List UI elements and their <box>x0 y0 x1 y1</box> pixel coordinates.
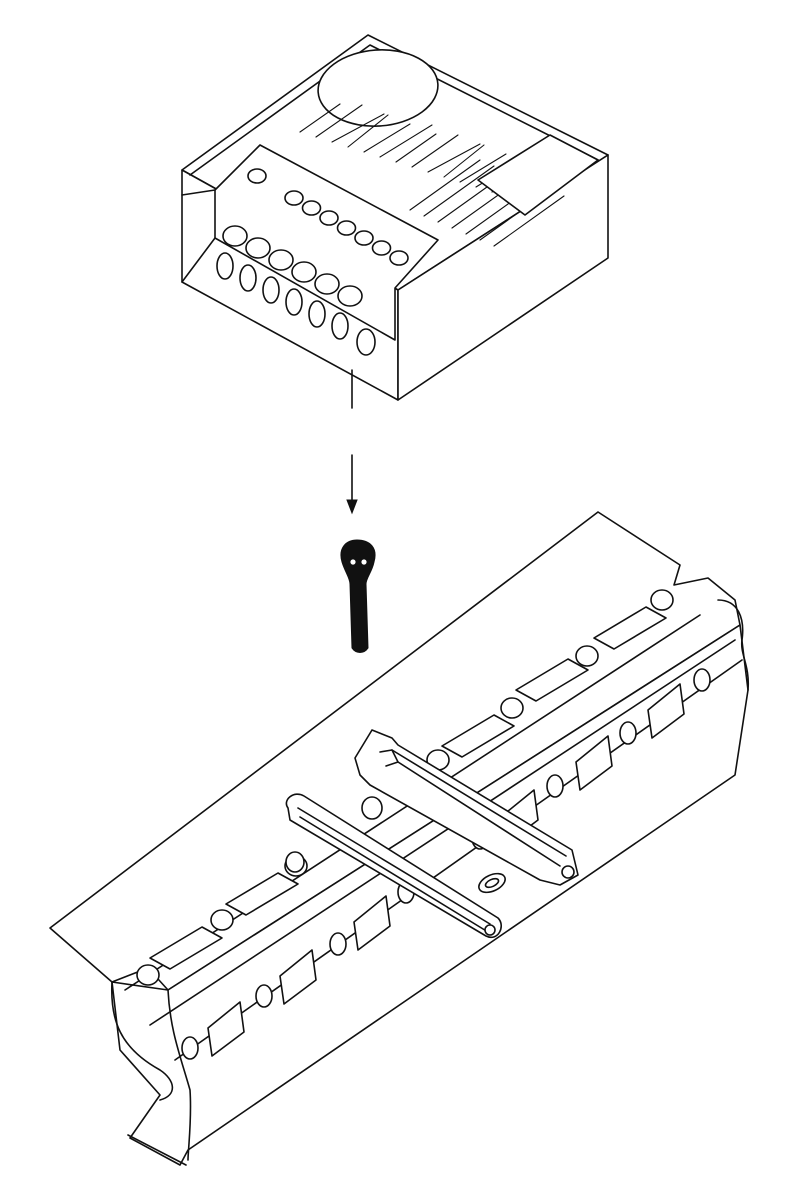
rail-slot <box>225 872 299 916</box>
vent-line <box>443 144 485 178</box>
vent-line <box>331 113 385 143</box>
rail-wall-hole <box>181 1036 199 1060</box>
screw-terminal-head <box>314 273 340 295</box>
rail-slot <box>515 658 589 702</box>
screw-terminal-head <box>337 285 363 307</box>
vent-line <box>315 104 363 138</box>
terminal-box-icon <box>181 34 609 409</box>
down-arrow-icon <box>346 454 358 515</box>
vent-line <box>409 159 481 211</box>
screw-terminal-body <box>262 276 280 304</box>
rail-wall-slot <box>575 735 613 791</box>
terminal-hole-row <box>247 168 409 266</box>
vent-line <box>299 103 341 133</box>
rail-hole <box>650 589 674 611</box>
rail-wall-hole <box>693 668 711 692</box>
din-rail-icon <box>49 511 750 1166</box>
vent-line <box>379 124 433 158</box>
vent-line <box>423 165 495 217</box>
rail-wall-hole <box>619 721 637 745</box>
terminal-hole <box>319 210 339 226</box>
rail-wall-slot <box>353 895 391 951</box>
rail-wall-slot <box>279 949 317 1005</box>
terminal-hole <box>354 230 374 246</box>
screw-terminal-head <box>245 237 271 259</box>
vent-line <box>363 123 411 153</box>
terminal-hole <box>371 240 392 256</box>
screw-terminal-head <box>268 249 294 271</box>
screw-terminal-body <box>216 252 234 280</box>
rail-wall-hole <box>546 774 564 798</box>
vent-line <box>459 153 507 183</box>
screw-terminal-head <box>291 261 317 283</box>
rail-hole <box>575 645 599 667</box>
mounting-clip-icon <box>285 729 579 939</box>
vent-lines <box>299 103 565 247</box>
terminal-hole <box>284 190 304 206</box>
screw-terminal-body <box>356 328 376 356</box>
terminal-hole <box>301 200 322 216</box>
screw-terminal-body <box>308 300 326 328</box>
terminal-hole <box>336 220 357 236</box>
screw-terminal-row <box>216 225 376 356</box>
rail-hole <box>500 697 524 719</box>
vent-line <box>427 143 481 173</box>
rail-slot <box>593 606 667 650</box>
vent-line <box>411 134 459 168</box>
rail-slot <box>441 714 515 758</box>
screw-terminal-body <box>331 312 349 340</box>
rail-slot <box>149 926 223 970</box>
vent-line <box>395 133 437 163</box>
screw-terminal-body <box>285 288 303 316</box>
terminal-hole <box>389 250 409 266</box>
mounting-pin-icon <box>340 539 376 653</box>
rail-wall-slot <box>207 1001 245 1057</box>
terminal-hole <box>247 168 267 184</box>
rail-hole <box>136 964 160 986</box>
rail-wall-slot <box>647 683 685 739</box>
screw-terminal-head <box>222 225 248 247</box>
rail-hole <box>210 909 234 931</box>
vent-line <box>347 114 389 148</box>
vent-line <box>493 195 565 247</box>
screw-terminal-body <box>239 264 257 292</box>
rail-wall-hole <box>255 984 273 1008</box>
rail-wall-hole <box>329 932 347 956</box>
